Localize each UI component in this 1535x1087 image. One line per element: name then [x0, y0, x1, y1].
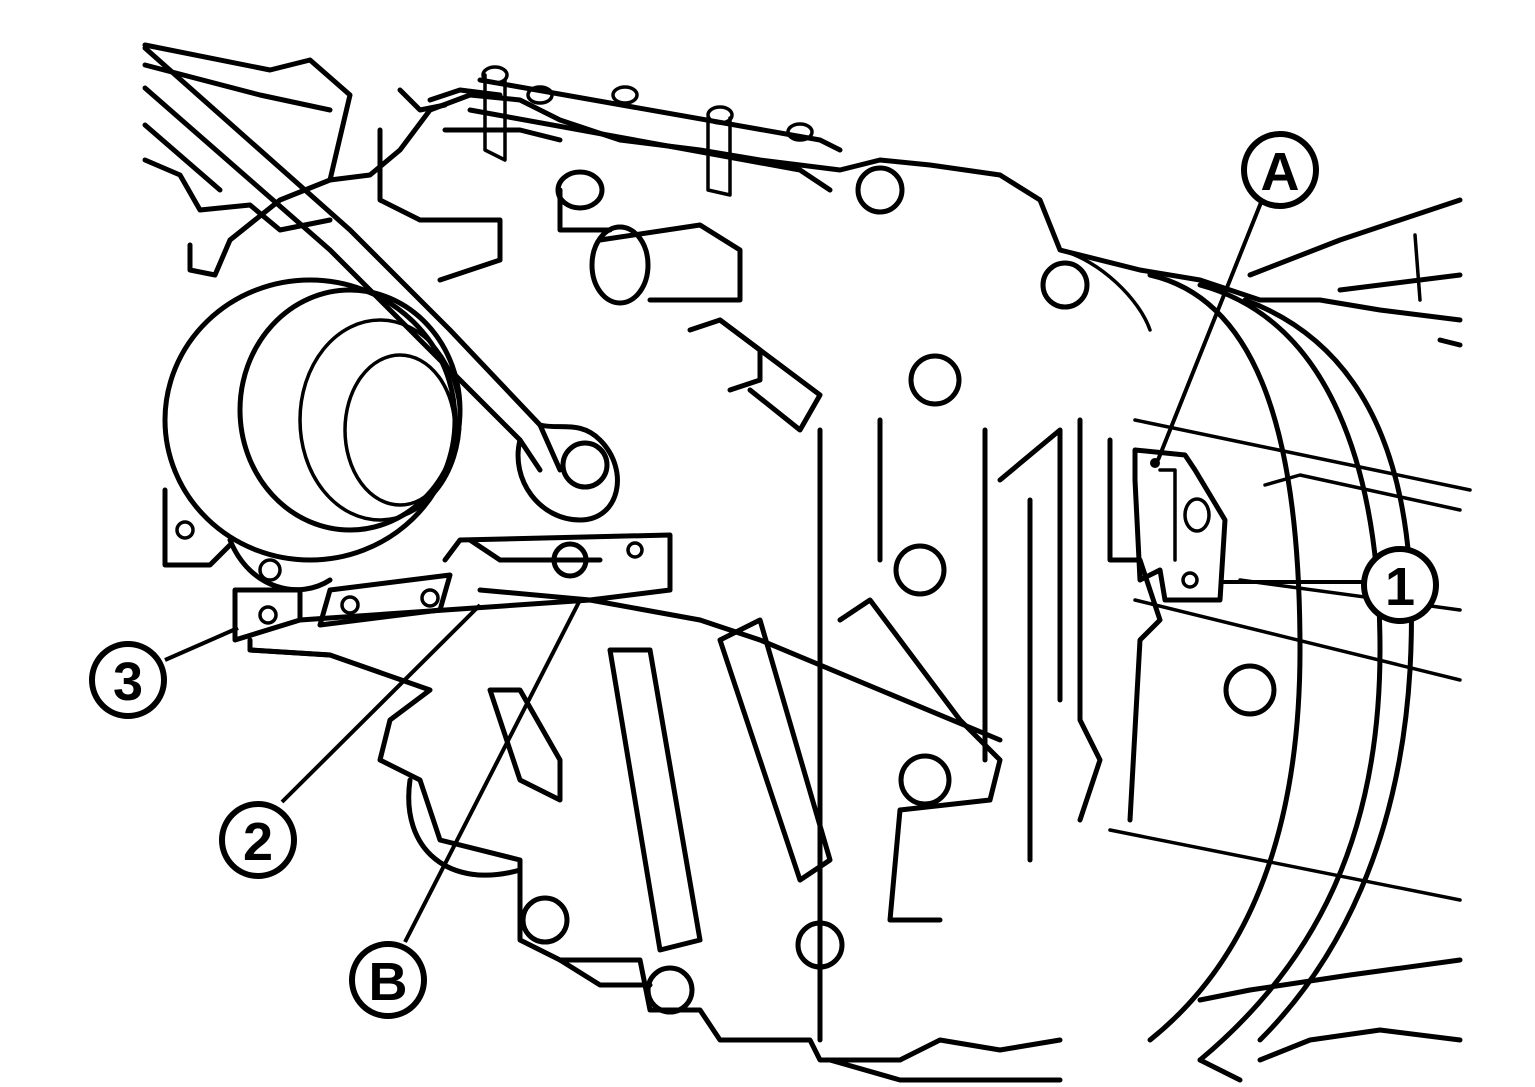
diagonal-rod [142, 45, 620, 523]
center-mechanism [487, 165, 1277, 1043]
callout-2-label: 2 [243, 812, 273, 872]
leader-3 [164, 626, 239, 662]
leader-b [403, 599, 582, 943]
callout-b: B [349, 941, 427, 1019]
transmission-housing [187, 92, 1463, 1083]
callout-a: A [1241, 131, 1319, 209]
callout-3: 3 [89, 641, 167, 719]
leader-a [1156, 199, 1264, 461]
callout-b-label: B [369, 952, 408, 1012]
callout-3-label: 3 [113, 652, 143, 712]
upper-frame-rails [142, 42, 843, 283]
point-a-dot [1150, 458, 1160, 468]
callout-2: 2 [219, 801, 297, 879]
leader-2 [280, 603, 482, 804]
bracket-assembly [232, 532, 703, 658]
callout-1-label: 1 [1385, 557, 1415, 617]
clutch-bell-ring [162, 277, 463, 593]
callout-1: 1 [1361, 546, 1439, 624]
callout-a-label: A [1261, 142, 1300, 202]
leader-lines [164, 199, 1362, 943]
